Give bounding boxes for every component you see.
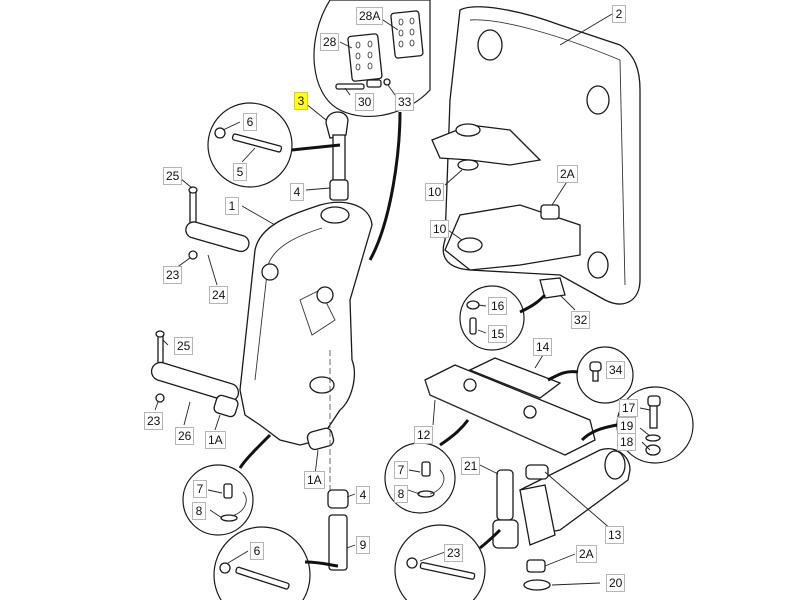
- callout-21[interactable]: 21: [461, 457, 481, 475]
- callout-8-left[interactable]: 8: [192, 502, 206, 520]
- callout-16[interactable]: 16: [488, 297, 508, 315]
- callout-6-upper[interactable]: 6: [243, 113, 257, 131]
- callout-25-upper[interactable]: 25: [163, 167, 183, 185]
- leader-grease-right: [439, 419, 470, 447]
- bracket-32: [539, 277, 566, 299]
- nut-23-top: [188, 250, 198, 260]
- leader-grease-left: [238, 433, 272, 469]
- callout-8-right[interactable]: 8: [394, 485, 408, 503]
- callout-6-lower[interactable]: 6: [250, 542, 264, 560]
- callout-10-lower[interactable]: 10: [430, 220, 450, 238]
- callout-14[interactable]: 14: [533, 338, 553, 356]
- leader-bolt-nut-lower: [479, 528, 502, 550]
- plate-12: [424, 364, 596, 456]
- bushing-2a-frame: [540, 204, 560, 220]
- callout-34[interactable]: 34: [606, 361, 626, 379]
- king-pin-3: [325, 111, 349, 201]
- callout-23-lower[interactable]: 23: [144, 412, 164, 430]
- callout-3-highlighted[interactable]: 3: [294, 92, 308, 110]
- callout-23-upper[interactable]: 23: [163, 266, 183, 284]
- bolt-25-lower: [155, 330, 165, 366]
- callout-18[interactable]: 18: [617, 433, 637, 451]
- callout-7-right[interactable]: 7: [394, 461, 408, 479]
- callout-23-bottom[interactable]: 23: [444, 544, 464, 562]
- callout-2a-bottom[interactable]: 2A: [576, 545, 597, 563]
- detail-circle-screw-washer: [459, 285, 525, 351]
- callout-25-lower[interactable]: 25: [174, 337, 194, 355]
- detail-circle-grease-left: [182, 464, 254, 536]
- nut-23-lower: [155, 393, 165, 403]
- bushing-4-lower: [327, 489, 349, 509]
- callout-12[interactable]: 12: [414, 426, 434, 444]
- callout-30[interactable]: 30: [355, 93, 375, 111]
- detail-circle-bolt-nut-lower: [394, 524, 486, 600]
- leader-bolt-washer-nut: [580, 423, 618, 442]
- leader-pin-bolt: [291, 143, 341, 152]
- leader-detail-plates: [368, 111, 402, 261]
- bushing-1a-left: [213, 394, 239, 418]
- thrust-washer-10-top: [457, 159, 479, 171]
- shim-plate-14: [468, 357, 562, 399]
- bushing-2a-lower: [526, 559, 546, 573]
- callout-26[interactable]: 26: [175, 427, 195, 445]
- callout-19[interactable]: 19: [617, 417, 637, 435]
- callout-17[interactable]: 17: [619, 399, 639, 417]
- detail-circle-pin-bolt-lower: [213, 526, 311, 600]
- bolt-30: [335, 79, 382, 90]
- callout-1a-left[interactable]: 1A: [205, 431, 226, 449]
- pin-9: [328, 514, 348, 571]
- leader-pin-bolt-lower: [304, 560, 339, 568]
- callout-4-lower[interactable]: 4: [356, 486, 370, 504]
- callout-1a-right[interactable]: 1A: [304, 471, 325, 489]
- bolt-25-top: [188, 186, 198, 225]
- detail-circle-wear-plates: [313, 0, 431, 118]
- callout-32[interactable]: 32: [571, 311, 591, 329]
- axle-housing-13: [492, 448, 631, 549]
- wear-plate-28a: [390, 10, 424, 59]
- callout-28a[interactable]: 28A: [356, 7, 384, 25]
- front-frame-2: [431, 6, 641, 305]
- callout-leaders: [154, 13, 651, 586]
- detail-circle-pin-bolt: [207, 102, 293, 188]
- callout-2[interactable]: 2: [612, 5, 626, 23]
- pin-21: [496, 469, 514, 521]
- callout-15[interactable]: 15: [488, 325, 508, 343]
- swing-arm-1: [239, 201, 373, 446]
- bushing-1a-right: [306, 427, 335, 451]
- callout-1[interactable]: 1: [225, 197, 239, 215]
- callout-28[interactable]: 28: [320, 33, 340, 51]
- seal-20: [523, 579, 551, 591]
- pin-26: [150, 361, 240, 403]
- leader-screw-washer: [519, 293, 547, 314]
- callout-2a-frame[interactable]: 2A: [557, 165, 578, 183]
- callout-20[interactable]: 20: [606, 574, 626, 592]
- callout-4-upper[interactable]: 4: [290, 183, 304, 201]
- wear-plate-28: [347, 33, 383, 82]
- callout-24[interactable]: 24: [209, 286, 229, 304]
- callout-10-upper[interactable]: 10: [425, 183, 445, 201]
- callout-5[interactable]: 5: [233, 163, 247, 181]
- nut-33: [383, 78, 391, 86]
- callout-9[interactable]: 9: [356, 536, 370, 554]
- callout-7-left[interactable]: 7: [193, 480, 207, 498]
- callout-13[interactable]: 13: [605, 526, 625, 544]
- leader-bolt-34: [547, 370, 579, 382]
- pin-24: [185, 221, 250, 253]
- callout-33[interactable]: 33: [395, 93, 415, 111]
